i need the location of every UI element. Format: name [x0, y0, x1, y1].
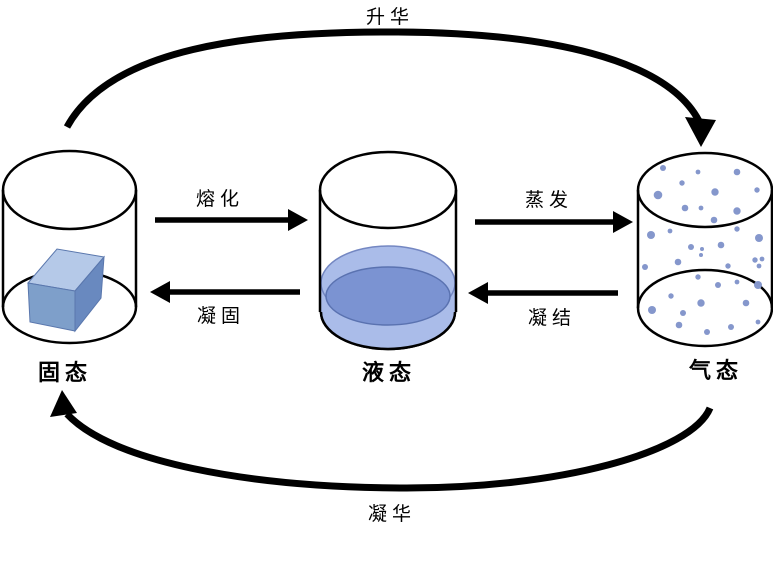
evaporation-arrow	[475, 211, 633, 233]
arrowhead-left-icon	[150, 281, 170, 303]
liquid-fill	[320, 245, 456, 349]
condensation-arrow	[468, 282, 618, 304]
arrowhead-up-icon	[50, 390, 77, 417]
melting-label: 熔化	[196, 188, 244, 210]
solid-cube	[27, 248, 105, 333]
gas-particles	[642, 165, 765, 335]
arrowhead-left-icon	[468, 282, 488, 304]
gas-state-label: 气态	[688, 358, 743, 384]
deposition-label: 凝华	[368, 503, 416, 525]
arrowhead-right-icon	[613, 211, 633, 233]
melting-arrow	[155, 209, 308, 231]
cylinder-bottom	[636, 268, 773, 348]
arrowhead-down-icon	[685, 117, 716, 147]
solidification-arrow	[150, 281, 300, 303]
liquid-surface-inner	[325, 266, 451, 326]
sublimation-arc	[63, 28, 703, 129]
solid-container	[1, 149, 138, 345]
solid-state-label: 固态	[38, 360, 92, 386]
liquid-state-label: 液态	[362, 360, 416, 386]
cylinder-top	[318, 150, 458, 230]
liquid-container	[318, 150, 458, 351]
cylinder-top	[1, 149, 138, 231]
cube-front-face	[27, 282, 76, 332]
condensation-label: 凝结	[528, 307, 576, 329]
arrowhead-right-icon	[288, 209, 308, 231]
cylinder-top	[636, 151, 773, 229]
cube-side-face	[74, 255, 105, 333]
deposition-arc-arrow	[50, 390, 714, 492]
sublimation-label: 升华	[366, 6, 414, 28]
deposition-arc	[64, 406, 714, 492]
cylinder-bottom-front-edge	[319, 311, 457, 351]
gas-container	[636, 151, 773, 348]
evaporation-label: 蒸发	[525, 189, 573, 211]
sublimation-arc-arrow	[63, 28, 716, 147]
solidification-label: 凝固	[197, 305, 245, 327]
